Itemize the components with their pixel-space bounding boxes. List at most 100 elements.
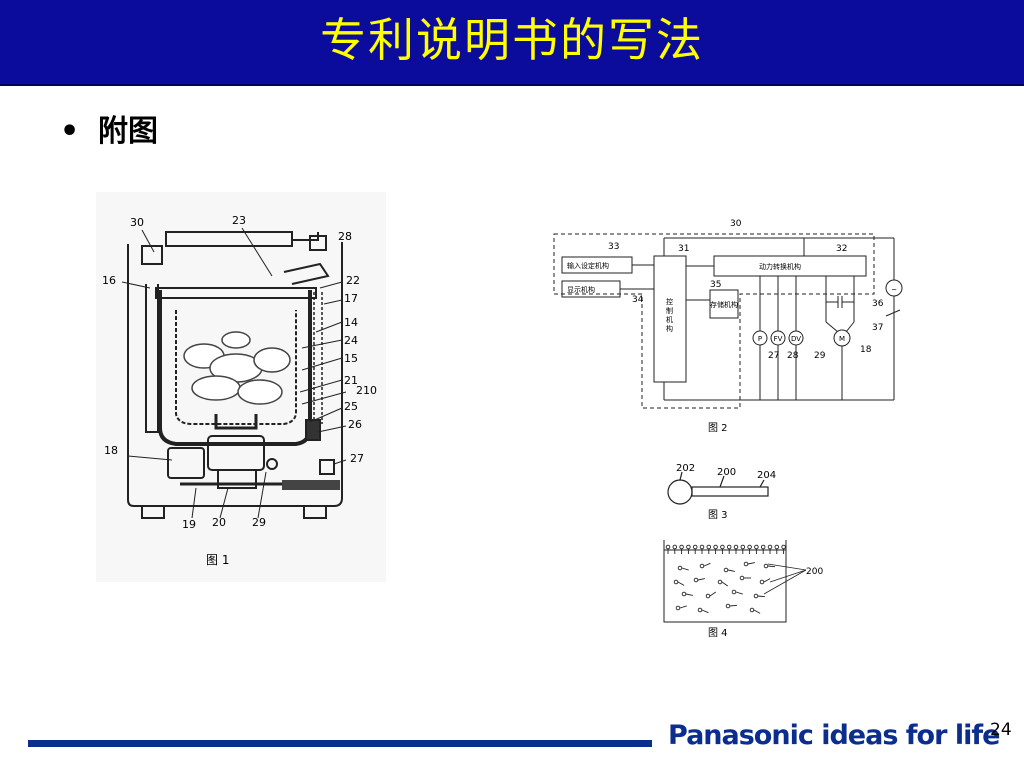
ref-27: 27: [768, 351, 779, 361]
bullet-text: 附图: [98, 114, 158, 149]
tub-ring: [155, 287, 317, 299]
fig1-label-18: 18: [104, 444, 118, 457]
surface-particle: [767, 544, 773, 554]
top-cover: [165, 231, 293, 247]
figure-3-particle: 202 200 204 图 3: [667, 463, 776, 521]
cabinet-outline: [127, 242, 343, 507]
surface-particle: [686, 544, 691, 554]
dispersed-particle: [699, 562, 711, 569]
circle-p: [752, 330, 768, 346]
surface-particle: [699, 544, 705, 554]
figure-4-caption: 图 4: [708, 627, 728, 639]
figure-4-leaders: [763, 563, 807, 595]
control-char: 制: [666, 306, 673, 315]
surface-particle: [692, 544, 698, 554]
surface-particle: [713, 544, 718, 554]
ref-28: 28: [787, 351, 799, 361]
ref-200: 200: [806, 567, 823, 577]
fig1-label-27: 27: [350, 452, 364, 465]
fig1-label-26: 26: [348, 418, 362, 431]
block-storage: [709, 289, 739, 319]
leader-204: [759, 479, 765, 488]
brand-logo: Panasonic ideas for life: [668, 720, 1000, 751]
surface-particle: [720, 544, 725, 554]
fig1-label-28: 28: [338, 230, 352, 243]
control-char: 构: [666, 324, 673, 333]
clothes: [183, 331, 291, 405]
ref-32: 32: [836, 244, 847, 254]
part-27: [319, 459, 335, 475]
water-tube: [313, 292, 323, 424]
ref-36: 36: [872, 299, 884, 309]
control-box-30: [141, 245, 163, 265]
ref-37: 37: [872, 323, 883, 333]
leader-202: [679, 471, 683, 481]
bullet-item: •附图: [60, 110, 158, 154]
figure-2-circle-labels: P FV DV M ~: [758, 286, 897, 343]
inner-basket: [175, 310, 297, 425]
ref-30: 30: [730, 219, 742, 229]
drain-pipe: [145, 284, 159, 433]
dispersed-particle: [693, 577, 705, 583]
surface-particle: [740, 544, 746, 554]
block-display-label: 显示机构: [567, 285, 595, 294]
figure-2-block-labels: 输入设定机构 显示机构 动力转换机构 存储机构: [567, 261, 801, 309]
ref-200: 200: [717, 467, 736, 478]
figure-2-caption: 图 2: [708, 422, 728, 434]
fig1-label-29: 29: [252, 516, 266, 529]
circle-fv: [770, 330, 786, 346]
figure-3-labels: 202 200 204: [676, 463, 776, 481]
dispersed-particle: [739, 575, 751, 581]
surface-particle: [781, 544, 786, 554]
leader-lines: [121, 227, 347, 519]
valve-28: [309, 235, 327, 251]
title-banner: 专利说明书的写法: [0, 0, 1024, 86]
fig1-label-21: 21: [344, 374, 358, 387]
dispersed-particle: [743, 561, 755, 567]
dispersed-particles: [673, 561, 776, 614]
particle-head-202: [667, 479, 693, 505]
dispersed-particle: [697, 607, 709, 614]
surface-particle: [774, 544, 780, 554]
fig1-label-24: 24: [344, 334, 358, 347]
surface-particle: [706, 544, 712, 554]
control-char: 控: [666, 297, 673, 306]
footer-rule: [28, 740, 652, 747]
fig1-label-23: 23: [232, 214, 246, 227]
ref-204: 204: [757, 470, 776, 481]
leader-200: [719, 475, 725, 488]
fig1-label-30: 30: [130, 216, 144, 229]
ac-source: [885, 279, 903, 297]
dispersed-particle: [731, 589, 743, 595]
figure-4-container: 200 图 4: [663, 540, 823, 639]
surface-particle: [747, 544, 752, 554]
fig1-label-17: 17: [344, 292, 358, 305]
surface-particle: [754, 544, 759, 554]
agitator: [214, 414, 258, 430]
container-wall: [663, 540, 787, 623]
surface-particles: [665, 544, 786, 554]
dispersed-particle: [763, 563, 776, 569]
ref-34: 34: [632, 295, 644, 305]
block-input-label: 输入设定机构: [567, 261, 609, 270]
circle-fv-label: FV: [774, 335, 783, 343]
dispersed-particle: [725, 603, 738, 609]
surface-particle: [672, 544, 678, 554]
fig1-label-25: 25: [344, 400, 358, 413]
ref-202: 202: [676, 463, 695, 474]
fig1-label-22: 22: [346, 274, 360, 287]
fig1-label-19: 19: [182, 518, 196, 531]
circle-motor-label: M: [839, 335, 845, 343]
page-number: 24: [990, 720, 1012, 740]
dispersed-particle: [759, 578, 771, 585]
particle-stem-200: [691, 486, 769, 497]
dashed-boundary: [553, 233, 875, 409]
feet: [141, 506, 327, 519]
dispersed-particle: [673, 579, 685, 586]
dispersed-particle: [681, 591, 693, 597]
circle-p-label: P: [758, 335, 762, 343]
